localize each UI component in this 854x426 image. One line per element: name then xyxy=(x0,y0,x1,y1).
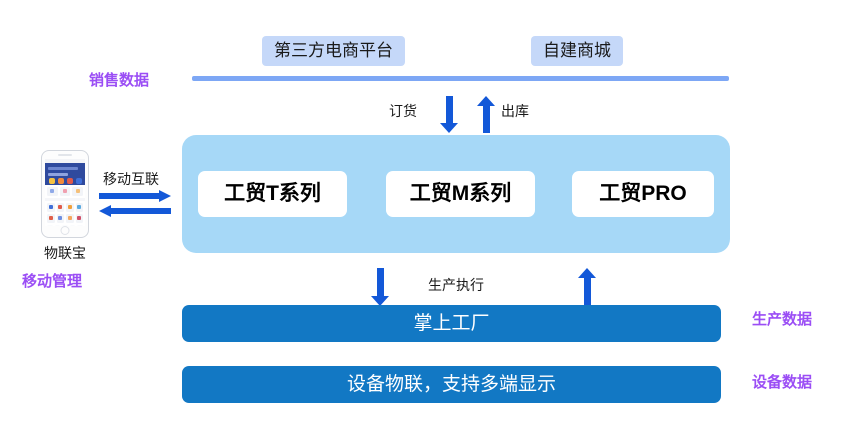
phone-icon-row-1 xyxy=(45,201,85,212)
arrow-head xyxy=(159,190,171,202)
phone-app-icon[interactable] xyxy=(66,214,74,223)
phone-card[interactable] xyxy=(72,187,84,196)
bar-handheld-factory[interactable]: 掌上工厂 xyxy=(182,305,721,342)
phone-app-icon[interactable] xyxy=(66,203,74,212)
app-icon xyxy=(67,215,72,220)
channel-pill-self-mall[interactable]: 自建商城 xyxy=(531,36,623,66)
phone-screen xyxy=(45,159,85,226)
arrow-outbound-up xyxy=(477,96,495,133)
arrow-head xyxy=(477,96,495,106)
phone-app-icon[interactable] xyxy=(47,214,55,223)
phone-app-banner xyxy=(45,163,85,185)
phone-app-icon[interactable] xyxy=(47,203,55,212)
arrow-shaft xyxy=(584,277,591,306)
phone-tab[interactable] xyxy=(77,225,83,226)
banner-line-secondary xyxy=(48,173,68,176)
phone-earpiece xyxy=(58,154,72,156)
phone-card[interactable] xyxy=(59,187,71,196)
phone-tab[interactable] xyxy=(47,225,53,226)
erp-card-m-series[interactable]: 工贸M系列 xyxy=(386,171,535,217)
banner-icon-1 xyxy=(49,178,55,184)
phone-tab-bar xyxy=(45,223,85,226)
banner-icon-4 xyxy=(76,178,82,184)
phone-app-icon[interactable] xyxy=(56,214,64,223)
arrow-head xyxy=(440,123,458,133)
arrow-head xyxy=(371,296,389,306)
card-icon xyxy=(75,188,80,193)
arrow-shaft xyxy=(446,96,453,124)
app-icon xyxy=(77,204,82,209)
label-mobile-device-name: 物联宝 xyxy=(44,245,86,261)
banner-icon-2 xyxy=(58,178,64,184)
phone-app-icon[interactable] xyxy=(75,214,83,223)
arrow-shaft xyxy=(99,193,160,199)
label-mobile-management: 移动管理 xyxy=(22,273,83,290)
phone-home-button[interactable] xyxy=(60,226,70,235)
app-icon xyxy=(77,215,82,220)
label-sales-data: 销售数据 xyxy=(89,72,150,89)
phone-card[interactable] xyxy=(47,187,58,196)
app-icon xyxy=(58,215,63,220)
sales-data-divider-line xyxy=(192,76,729,81)
phone-app-icon[interactable] xyxy=(56,203,64,212)
erp-card-t-series[interactable]: 工贸T系列 xyxy=(198,171,347,217)
phone-tab[interactable] xyxy=(69,225,76,226)
label-device-data: 设备数据 xyxy=(752,374,813,391)
flow-label-mobile-internet: 移动互联 xyxy=(103,171,159,187)
arrow-shaft xyxy=(377,268,384,297)
app-icon xyxy=(67,204,72,209)
erp-card-pro[interactable]: 工贸PRO xyxy=(572,171,714,217)
phone-section-divider xyxy=(45,198,85,201)
banner-icon-3 xyxy=(67,178,73,184)
banner-line-primary xyxy=(48,167,78,170)
card-icon xyxy=(63,188,67,193)
erp-product-panel: 工贸T系列 工贸M系列 工贸PRO xyxy=(182,135,730,253)
bar-device-iot[interactable]: 设备物联，支持多端显示 xyxy=(182,366,721,403)
app-icon xyxy=(48,215,53,220)
arrow-shaft xyxy=(110,208,171,214)
app-icon xyxy=(58,204,63,209)
phone-icon-row-2 xyxy=(45,212,85,223)
arrow-mobile-to-erp xyxy=(99,190,171,202)
arrow-head xyxy=(578,268,596,278)
phone-tab[interactable] xyxy=(54,225,61,226)
label-production-data: 生产数据 xyxy=(752,311,813,328)
card-icon xyxy=(50,188,55,193)
arrow-shaft xyxy=(483,105,490,133)
phone-tab-active[interactable] xyxy=(62,225,68,226)
arrow-erp-to-mobile xyxy=(99,205,171,217)
arrow-production-down xyxy=(371,268,389,306)
phone-app-icon[interactable] xyxy=(75,203,83,212)
mobile-phone-mockup xyxy=(41,150,89,238)
phone-status-bar xyxy=(45,159,85,163)
flow-label-order: 订货 xyxy=(389,103,417,119)
arrow-production-up xyxy=(578,268,596,306)
flow-label-outbound: 出库 xyxy=(501,103,529,119)
app-icon xyxy=(48,204,53,209)
arrow-order-down xyxy=(440,96,458,133)
arrow-head xyxy=(99,205,111,217)
channel-pill-third-party[interactable]: 第三方电商平台 xyxy=(262,36,405,66)
phone-card-row-1 xyxy=(45,185,85,196)
flow-label-production-execution: 生产执行 xyxy=(428,277,484,293)
